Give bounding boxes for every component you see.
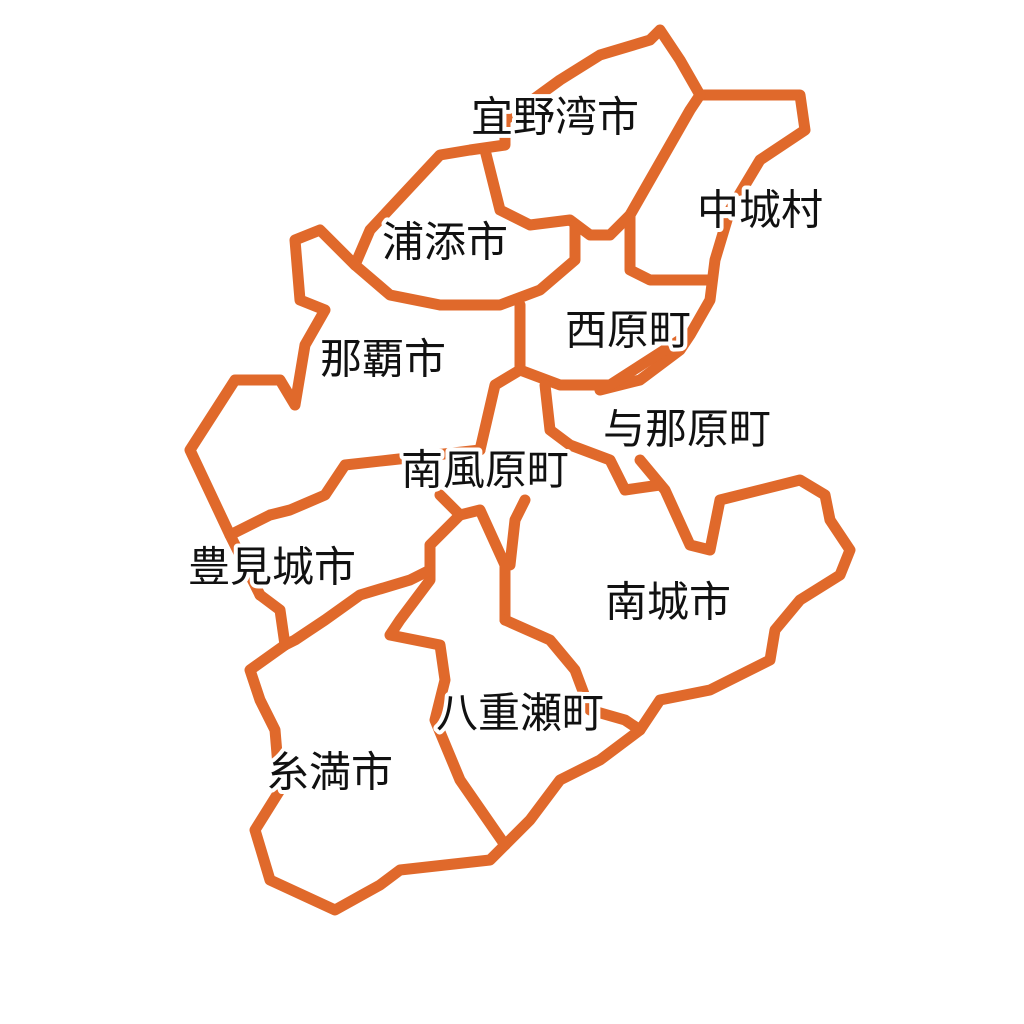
nishihara-yonabaru-border (514, 334, 686, 391)
nakagusuku-nishihara-border (624, 209, 716, 286)
region-label-naha: 那覇市 (320, 335, 446, 384)
region-label-nishihara: 西原町 (565, 306, 691, 355)
yaese-west-border (384, 509, 511, 851)
region-labels: 宜野湾市 中城村 浦添市 西原町 那覇市 与那原町 南風原町 豊見城市 南城市 … (184, 89, 827, 801)
region-label-nanjo: 南城市 (605, 578, 731, 627)
region-label-yaese: 八重瀬町 (436, 689, 604, 738)
region-label-nakagusuku: 中城村 (697, 186, 823, 235)
urasoe-naha-border (349, 219, 581, 311)
boundary-lines (184, 24, 856, 916)
region-label-yonabaru: 与那原町 (603, 405, 771, 454)
haebaru-south-border (434, 489, 531, 626)
yonabaru-haebaru-border (539, 379, 666, 496)
region-label-haebaru: 南風原町 (401, 446, 569, 495)
naha-haebaru-border (224, 444, 486, 541)
region-label-tomigusuku: 豊見城市 (188, 543, 356, 592)
naha-nishihara-border (474, 299, 526, 456)
tomigusuku-itoman-border (254, 564, 436, 651)
region-label-ginowan: 宜野湾市 (471, 93, 639, 142)
region-label-urasoe: 浦添市 (382, 218, 508, 267)
nanjo-yaese-border (499, 614, 646, 736)
region-label-itoman: 糸満市 (267, 748, 393, 797)
ginowan-urasoe-border (479, 89, 706, 241)
